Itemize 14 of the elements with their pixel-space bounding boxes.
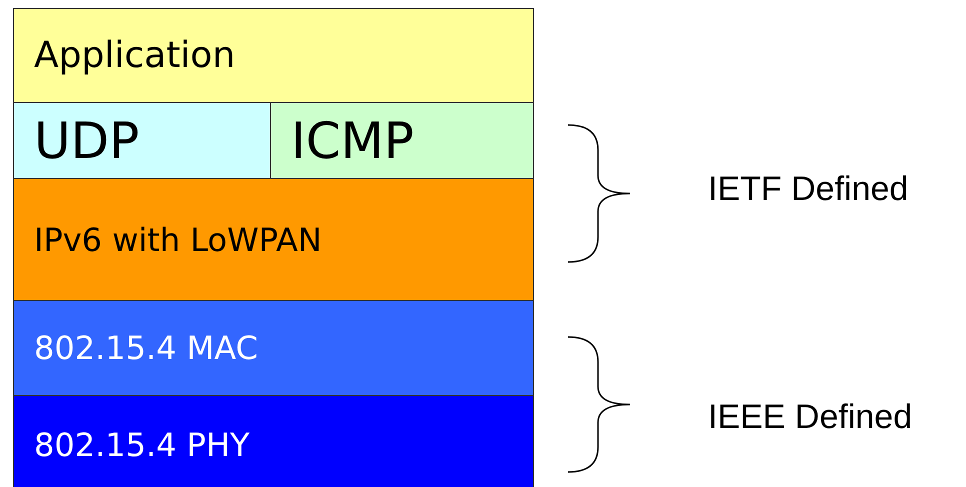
- layer-group-label: IEEE Defined: [708, 398, 912, 437]
- layer-name: 802.15.4 PHY: [33, 426, 250, 464]
- protocol-layer-box: [13, 178, 534, 301]
- protocol-layer-box: [13, 102, 271, 179]
- layer-name: UDP: [33, 112, 140, 170]
- protocol-layer-box: [13, 300, 534, 396]
- protocol-layer-box: [13, 395, 534, 487]
- layer-name: IPv6 with LoWPAN: [33, 220, 322, 258]
- layer-name: 802.15.4 MAC: [33, 329, 258, 367]
- layer-name: ICMP: [290, 112, 414, 170]
- layer-group-label: IETF Defined: [708, 170, 908, 209]
- protocol-layer-box: [13, 8, 534, 103]
- protocol-layer-box: [270, 102, 534, 179]
- layer-name: Application: [33, 35, 236, 76]
